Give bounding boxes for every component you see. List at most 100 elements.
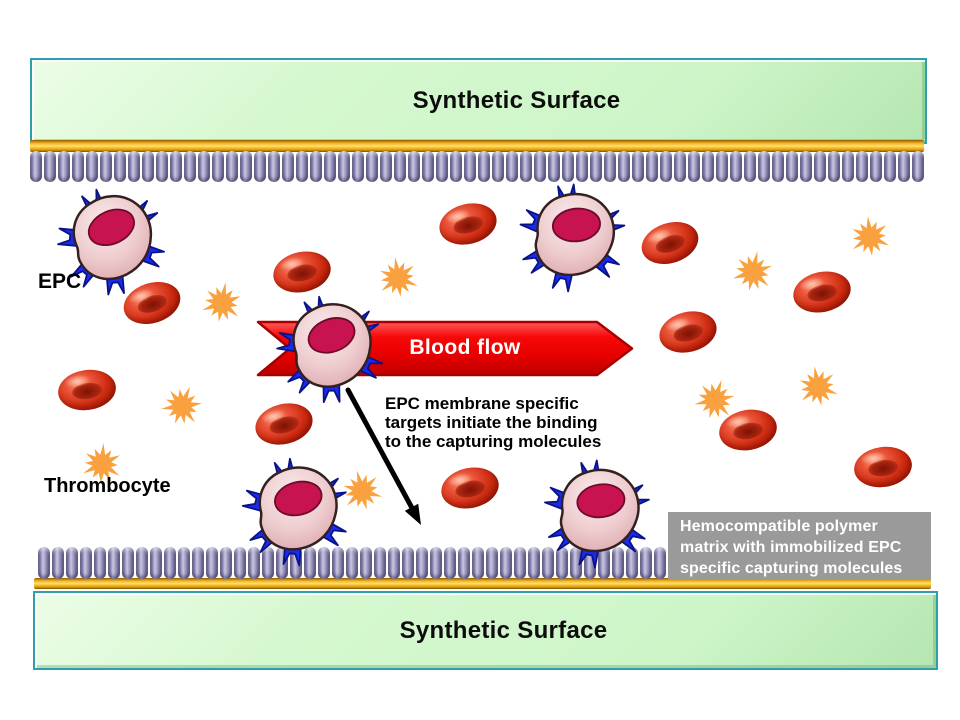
- polymer-capsule: [772, 151, 784, 182]
- polymer-capsule: [632, 151, 644, 182]
- polymer-capsule: [282, 151, 294, 182]
- polymer-capsule: [590, 151, 602, 182]
- polymer-capsule: [436, 151, 448, 182]
- red-blood-cell: [789, 266, 855, 318]
- epc-cell-icon: [57, 188, 165, 296]
- thrombocyte-cell: [692, 379, 738, 426]
- polymer-capsule: [758, 151, 770, 182]
- polymer-capsule: [198, 151, 210, 182]
- polymer-capsule: [646, 151, 658, 182]
- red-blood-cell: [636, 215, 704, 271]
- polymer-capsule: [444, 547, 456, 579]
- thrombocyte-cell: [79, 443, 125, 490]
- polymer-capsule: [114, 151, 126, 182]
- polymer-capsule: [702, 151, 714, 182]
- epc-cell: [234, 450, 358, 579]
- thrombocyte-label: Thrombocyte: [44, 475, 171, 497]
- polymer-capsule: [576, 151, 588, 182]
- polymer-capsule: [122, 547, 134, 579]
- polymer-capsule: [612, 547, 624, 579]
- polymer-capsule: [268, 151, 280, 182]
- polymer-capsule: [870, 151, 882, 182]
- polymer-capsule: [542, 547, 554, 579]
- polymer-capsule: [528, 547, 540, 579]
- binding-annotation-line: to the capturing molecules: [385, 432, 602, 451]
- polymer-capsule: [472, 547, 484, 579]
- polymer-capsule: [514, 547, 526, 579]
- polymer-capsule: [730, 151, 742, 182]
- polymer-capsule: [688, 151, 700, 182]
- starburst-icon: [733, 251, 772, 291]
- matrix-caption-line: specific capturing molecules: [680, 560, 903, 577]
- matrix-caption-line: matrix with immobilized EPC: [680, 539, 902, 556]
- binding-arrow-head: [404, 503, 421, 525]
- polymer-capsule: [310, 151, 322, 182]
- polymer-capsule: [422, 151, 434, 182]
- epc-nucleus: [551, 207, 601, 243]
- polymer-capsule: [374, 547, 386, 579]
- epc-cell: [529, 446, 666, 587]
- red-blood-cell: [655, 305, 721, 359]
- starburst-icon: [852, 216, 890, 256]
- polymer-capsule: [660, 151, 672, 182]
- starburst-icon: [694, 380, 735, 418]
- polymer-capsule: [856, 151, 868, 182]
- polymer-capsule: [380, 151, 392, 182]
- polymer-capsule: [318, 547, 330, 579]
- epc-cell-icon: [519, 183, 626, 293]
- starburst-icon: [83, 443, 120, 483]
- polymer-capsule: [136, 547, 148, 579]
- epc-nucleus: [274, 480, 323, 517]
- polymer-capsule: [716, 151, 728, 182]
- synthetic-surface-bottom-label: Synthetic Surface: [399, 616, 608, 644]
- polymer-capsule: [500, 547, 512, 579]
- polymer-capsule: [296, 151, 308, 182]
- polymer-capsule: [458, 547, 470, 579]
- polymer-capsule: [842, 151, 854, 182]
- polymer-capsule: [240, 151, 252, 182]
- polymer-capsule: [58, 151, 70, 182]
- polymer-capsule: [486, 547, 498, 579]
- synthetic-surface-bottom: Synthetic Surface: [33, 591, 938, 670]
- polymer-capsule: [178, 547, 190, 579]
- coating-bar-top: [30, 140, 924, 152]
- epc-cell: [502, 168, 643, 313]
- starburst-icon: [380, 257, 418, 297]
- polymer-capsule: [884, 151, 896, 182]
- polymer-capsule: [170, 151, 182, 182]
- polymer-capsule: [338, 151, 350, 182]
- matrix-caption-box: Hemocompatible polymer matrix with immob…: [668, 512, 931, 580]
- polymer-capsule: [912, 151, 924, 182]
- polymer-capsule: [150, 547, 162, 579]
- epc-label: EPC: [38, 270, 82, 293]
- polymer-capsule: [562, 151, 574, 182]
- polymer-capsule: [388, 547, 400, 579]
- polymer-capsule: [464, 151, 476, 182]
- epc-nucleus: [87, 208, 135, 246]
- polymer-capsule: [346, 547, 358, 579]
- polymer-capsule: [38, 547, 50, 579]
- polymer-capsule: [640, 547, 652, 579]
- thrombocyte-cell: [730, 251, 776, 298]
- starburst-icon: [161, 386, 202, 424]
- thrombocyte-cell: [847, 216, 893, 263]
- polymer-capsule: [86, 151, 98, 182]
- polymer-capsule: [226, 151, 238, 182]
- thrombocyte-cell: [375, 257, 421, 304]
- polymer-capsule: [814, 151, 826, 182]
- thrombocyte-cell: [795, 366, 841, 413]
- polymer-capsule: [304, 547, 316, 579]
- binding-annotation: EPC membrane specific targets initiate t…: [385, 394, 601, 451]
- binding-annotation-line: targets initiate the binding: [385, 413, 598, 432]
- polymer-capsule: [394, 151, 406, 182]
- polymer-capsule: [108, 547, 120, 579]
- polymer-capsule: [234, 547, 246, 579]
- epc-cell: [40, 169, 185, 318]
- epc-nucleus: [576, 483, 626, 519]
- polymer-capsule: [324, 151, 336, 182]
- polymer-capsule: [556, 547, 568, 579]
- polymer-capsule: [604, 151, 616, 182]
- polymer-capsule: [164, 547, 176, 579]
- polymer-capsule-row-top: [30, 151, 931, 182]
- polymer-capsule: [828, 151, 840, 182]
